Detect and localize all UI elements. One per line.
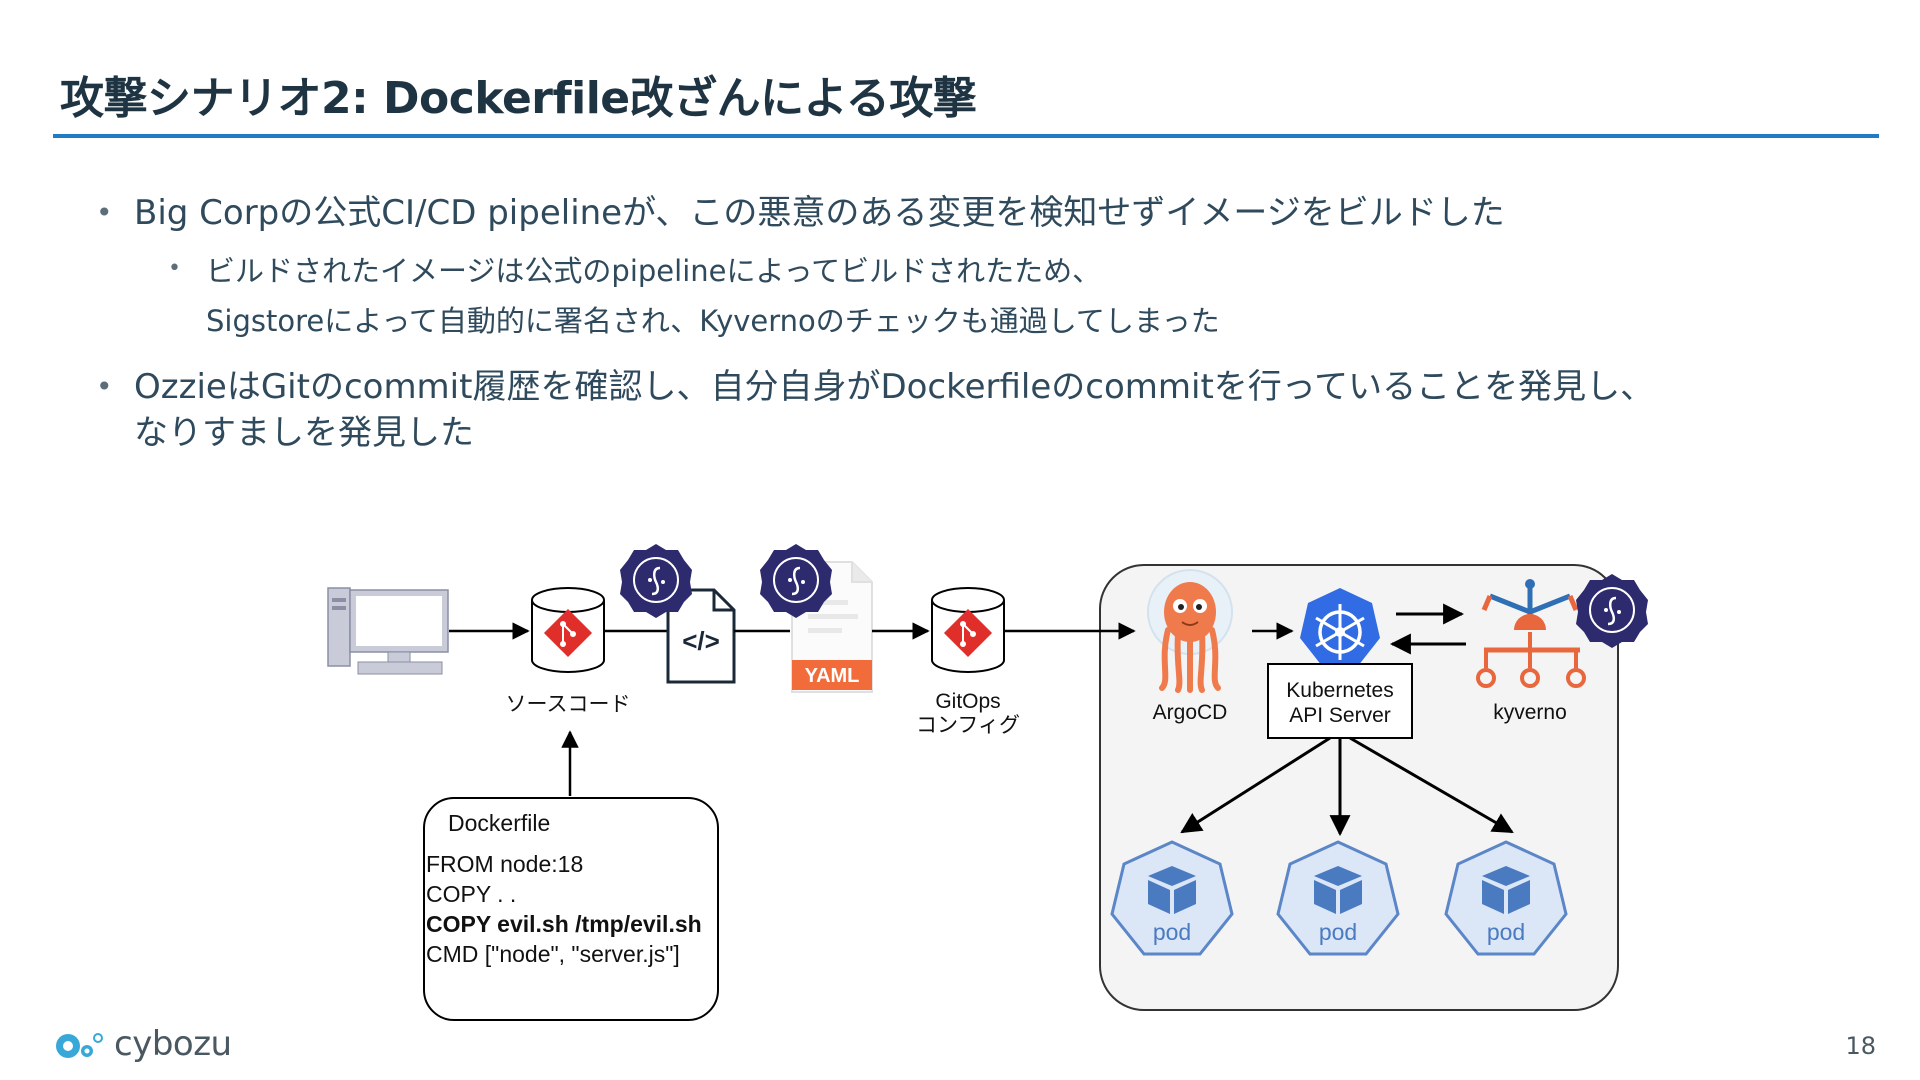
pod-icon (1110, 840, 1234, 956)
yaml-file-icon: YAML (791, 561, 873, 693)
bullet-item: OzzieはGitのcommit履歴を確認し、自分自身がDockerfileのc… (96, 364, 1856, 456)
sub-bullet-item: ビルドされたイメージは公式のpipelineによってビルドされたため、 Sigs… (168, 244, 1856, 346)
sub-bullet-line: Sigstoreによって自動的に署名され、Kyvernoのチェックも通過してしま… (206, 304, 1220, 338)
kyverno-label: kyverno (1493, 701, 1567, 724)
api-server-label: API Server (1289, 704, 1391, 727)
dockerfile-line-malicious: COPY evil.sh /tmp/evil.sh (426, 911, 702, 937)
bullet-text: なりすましを発見した (134, 413, 474, 453)
source-repo-icon (531, 587, 605, 673)
kyverno-icon (1476, 579, 1586, 688)
code-file-icon: </> (666, 588, 736, 684)
yaml-label: YAML (805, 665, 860, 687)
dockerfile-title: Dockerfile (448, 810, 550, 836)
pod-label: pod (1153, 919, 1191, 945)
pod-icon (1276, 840, 1400, 956)
dockerfile-line: CMD ["node", "server.js"] (426, 941, 680, 967)
bullet-text: OzzieはGitのcommit履歴を確認し、自分自身がDockerfileのc… (134, 367, 1655, 407)
gitops-label: GitOps (935, 690, 1000, 713)
slide-title: 攻撃シナリオ2: Dockerfile改ざんによる攻撃 (60, 73, 977, 124)
sigstore-signature-icon (760, 544, 832, 618)
kubernetes-cluster-box (1099, 564, 1619, 1011)
cybozu-logo-mark-icon (56, 1033, 103, 1058)
kubernetes-icon (1300, 588, 1380, 666)
api-server-label: Kubernetes (1286, 679, 1393, 702)
bullet-text: Big Corpの公式CI/CD pipelineが、この悪意のある変更を検知せ… (134, 193, 1505, 233)
svg-text:</>: </> (682, 626, 720, 656)
sub-bullet-line: ビルドされたイメージは公式のpipelineによってビルドされたため、 (206, 254, 1102, 288)
pod-icon (1444, 840, 1568, 956)
developer-computer-icon (327, 587, 449, 675)
cybozu-logo: cybozu (54, 1024, 232, 1064)
logo-wordmark: cybozu (114, 1024, 232, 1064)
gitops-label: コンフィグ (916, 714, 1020, 737)
gitops-repo-icon (931, 587, 1005, 673)
pod-label: pod (1487, 919, 1525, 945)
argocd-label: ArgoCD (1153, 701, 1228, 724)
source-code-label: ソースコード (506, 693, 631, 716)
bullet-list: Big Corpの公式CI/CD pipelineが、この悪意のある変更を検知せ… (96, 190, 1856, 466)
bullet-item: Big Corpの公式CI/CD pipelineが、この悪意のある変更を検知せ… (96, 190, 1856, 236)
page-number: 18 (1845, 1032, 1876, 1060)
title-underline (53, 134, 1879, 138)
dockerfile-line: FROM node:18 (426, 851, 583, 877)
sigstore-signature-icon (1576, 574, 1648, 648)
pod-label: pod (1319, 919, 1357, 945)
argocd-icon (1147, 569, 1233, 693)
api-server-box (1267, 663, 1413, 739)
dockerfile-box (423, 797, 719, 1021)
dockerfile-line: COPY . . (426, 881, 516, 907)
sigstore-signature-icon (620, 544, 692, 618)
